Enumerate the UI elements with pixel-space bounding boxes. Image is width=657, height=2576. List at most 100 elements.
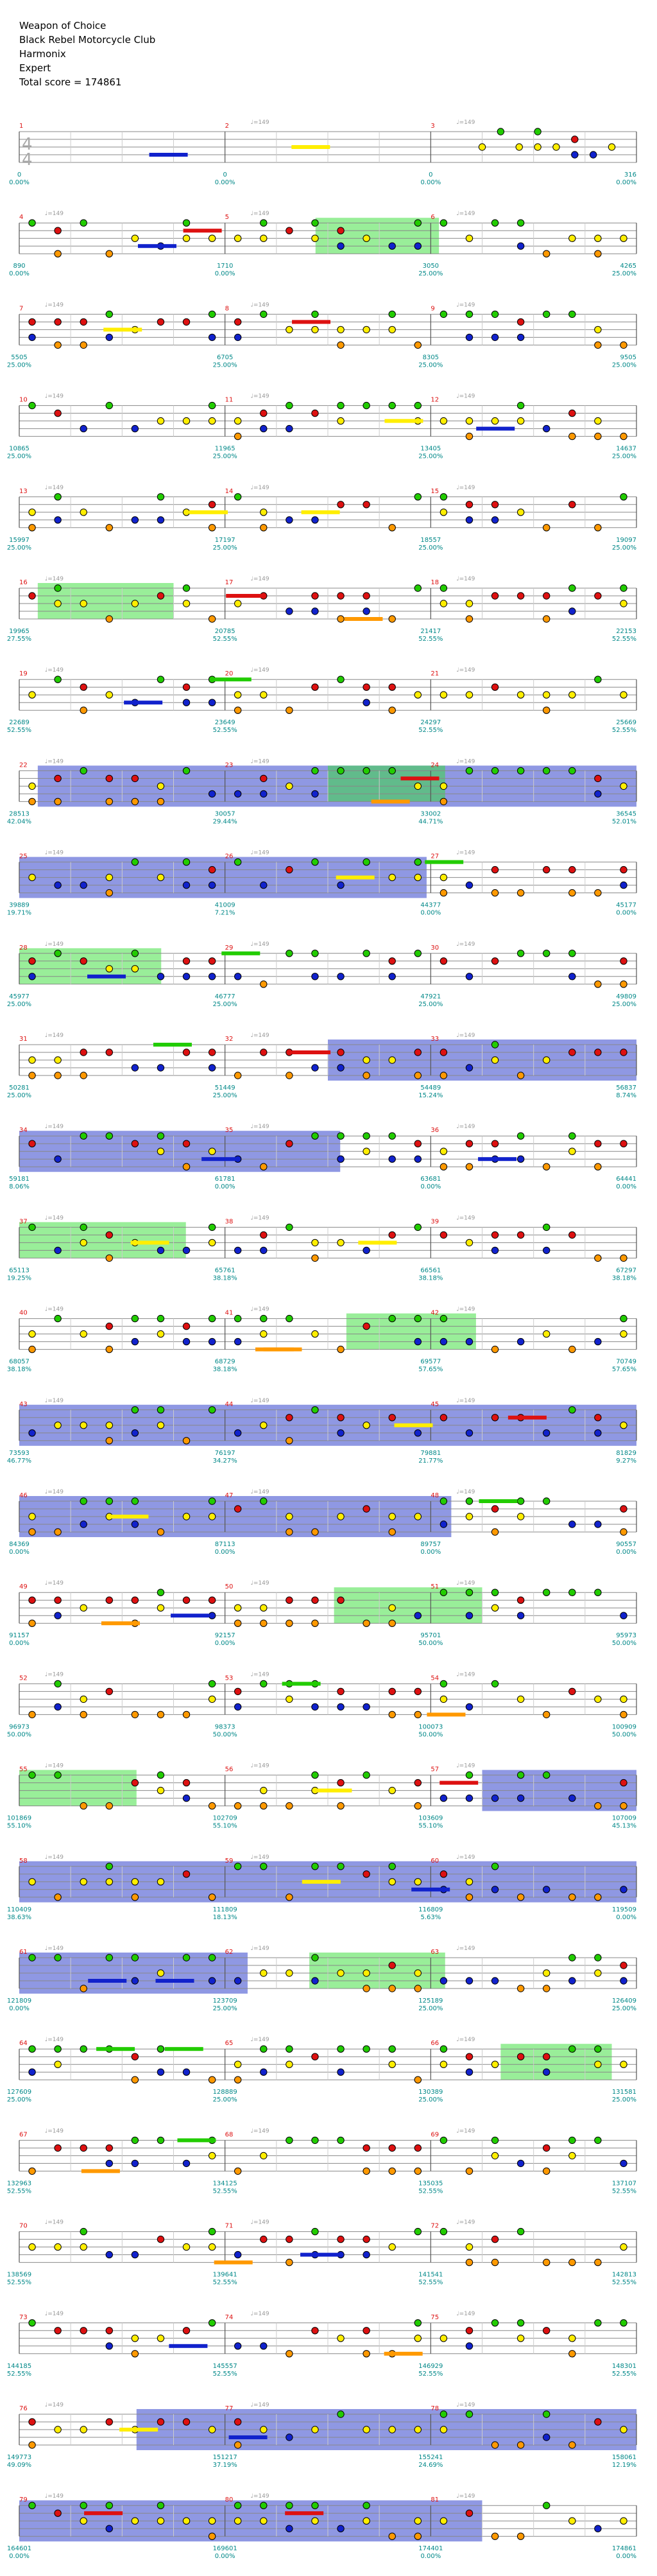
measure-score: 107009 <box>612 1815 636 1822</box>
measure-score: 102709 <box>213 1815 237 1822</box>
note-gem <box>260 509 268 516</box>
note-gem <box>260 790 268 798</box>
note-gem <box>414 950 422 957</box>
measure-percent: 21.77% <box>418 1458 443 1465</box>
note-gem <box>260 409 268 417</box>
note-gem <box>182 858 191 866</box>
note-gem <box>388 524 396 532</box>
measure-score: 121809 <box>7 1997 31 2005</box>
measure-number: 2 <box>225 123 229 130</box>
measure-percent: 52.55% <box>213 727 237 734</box>
note-gem <box>491 2532 499 2540</box>
note-gem <box>388 1985 396 1992</box>
note-gem <box>568 1687 576 1696</box>
note-gem <box>543 1429 550 1437</box>
note-gem <box>388 2167 396 2175</box>
note-gem <box>131 2053 139 2060</box>
measure-percent: 25.00% <box>418 361 443 369</box>
measure-percent: 25.00% <box>7 544 31 552</box>
note-gem <box>620 341 627 349</box>
time-signature-top: 4 <box>22 135 33 154</box>
note-gem <box>465 2068 474 2076</box>
measure-percent: 50.00% <box>612 1731 636 1738</box>
sustain-bar <box>96 2047 135 2051</box>
note-gem <box>568 501 576 509</box>
note-gem <box>491 219 499 227</box>
measure-number: 44 <box>225 1401 234 1408</box>
note-gem <box>54 950 62 957</box>
note-gem <box>363 1072 370 1079</box>
note-gem <box>234 790 242 798</box>
note-gem <box>516 592 525 600</box>
measure-number: 55 <box>19 1766 28 1773</box>
note-gem <box>208 1223 216 1231</box>
note-gem <box>208 881 216 889</box>
note-gem <box>363 699 370 706</box>
note-gem <box>491 1863 499 1870</box>
note-gem <box>286 1695 293 1703</box>
note-gem <box>337 1802 345 1810</box>
note-gem <box>439 584 448 592</box>
note-gem <box>286 1072 293 1079</box>
overdrive-phrase <box>19 1770 137 1806</box>
note-gem <box>491 1345 499 1353</box>
note-gem <box>620 1254 627 1262</box>
tempo-marker: ♩=149 <box>456 2311 475 2317</box>
measure-percent: 8.06% <box>9 1183 30 1190</box>
measure-score: 8305 <box>423 354 439 361</box>
note-gem <box>465 310 474 318</box>
note-gem <box>543 1588 550 1596</box>
note-gem <box>363 1619 370 1627</box>
measure-number: 79 <box>19 2496 28 2503</box>
note-gem <box>286 2235 293 2243</box>
measure-number: 5 <box>225 214 229 221</box>
note-gem <box>182 417 191 425</box>
note-gem <box>465 1977 474 1985</box>
sustain-bar <box>81 2169 120 2173</box>
note-gem <box>439 1588 448 1596</box>
note-gem <box>286 326 293 334</box>
sustain-bar <box>427 1712 466 1717</box>
note-gem <box>80 1239 87 1247</box>
tempo-marker: ♩=149 <box>45 1489 64 1495</box>
measure-percent: 0.00% <box>616 1549 636 1556</box>
note-gem <box>491 310 499 318</box>
note-gem <box>208 401 216 410</box>
note-gem <box>131 1314 139 1323</box>
note-gem <box>80 2227 87 2236</box>
note-gem <box>28 1140 36 1147</box>
note-gem <box>388 242 396 250</box>
note-gem <box>286 950 293 957</box>
note-gem <box>388 1155 396 1163</box>
note-gem <box>182 1596 191 1604</box>
note-gem <box>388 2532 396 2540</box>
note-gem <box>182 509 191 516</box>
measure-number: 13 <box>19 488 28 495</box>
note-gem <box>414 2517 422 2525</box>
sustain-bar <box>263 1347 302 1352</box>
measure-percent: 25.00% <box>612 270 636 277</box>
note-gem <box>28 318 36 326</box>
note-gem <box>594 1049 602 1056</box>
sustain-bar <box>285 2511 324 2516</box>
note-gem <box>311 1619 319 1627</box>
measure-percent: 50.00% <box>612 1640 636 1647</box>
note-gem <box>491 1886 499 1893</box>
note-gem <box>311 1977 319 1985</box>
note-gem <box>286 1528 293 1536</box>
note-gem <box>516 2532 525 2540</box>
measure-percent: 25.00% <box>418 1001 443 1008</box>
note-gem <box>414 2335 422 2342</box>
tempo-marker: ♩=149 <box>45 2128 64 2134</box>
note-gem <box>286 866 293 874</box>
measure-number: 17 <box>225 579 234 586</box>
sustain-bar <box>411 1887 450 1892</box>
note-gem <box>54 2243 62 2251</box>
note-gem <box>388 1962 396 1969</box>
measure-number: 69 <box>431 2131 439 2138</box>
note-gem <box>568 409 576 417</box>
measure-percent: 52.01% <box>612 818 636 825</box>
note-gem <box>568 1132 576 1140</box>
note-gem <box>568 866 576 874</box>
note-gem <box>311 1132 319 1140</box>
